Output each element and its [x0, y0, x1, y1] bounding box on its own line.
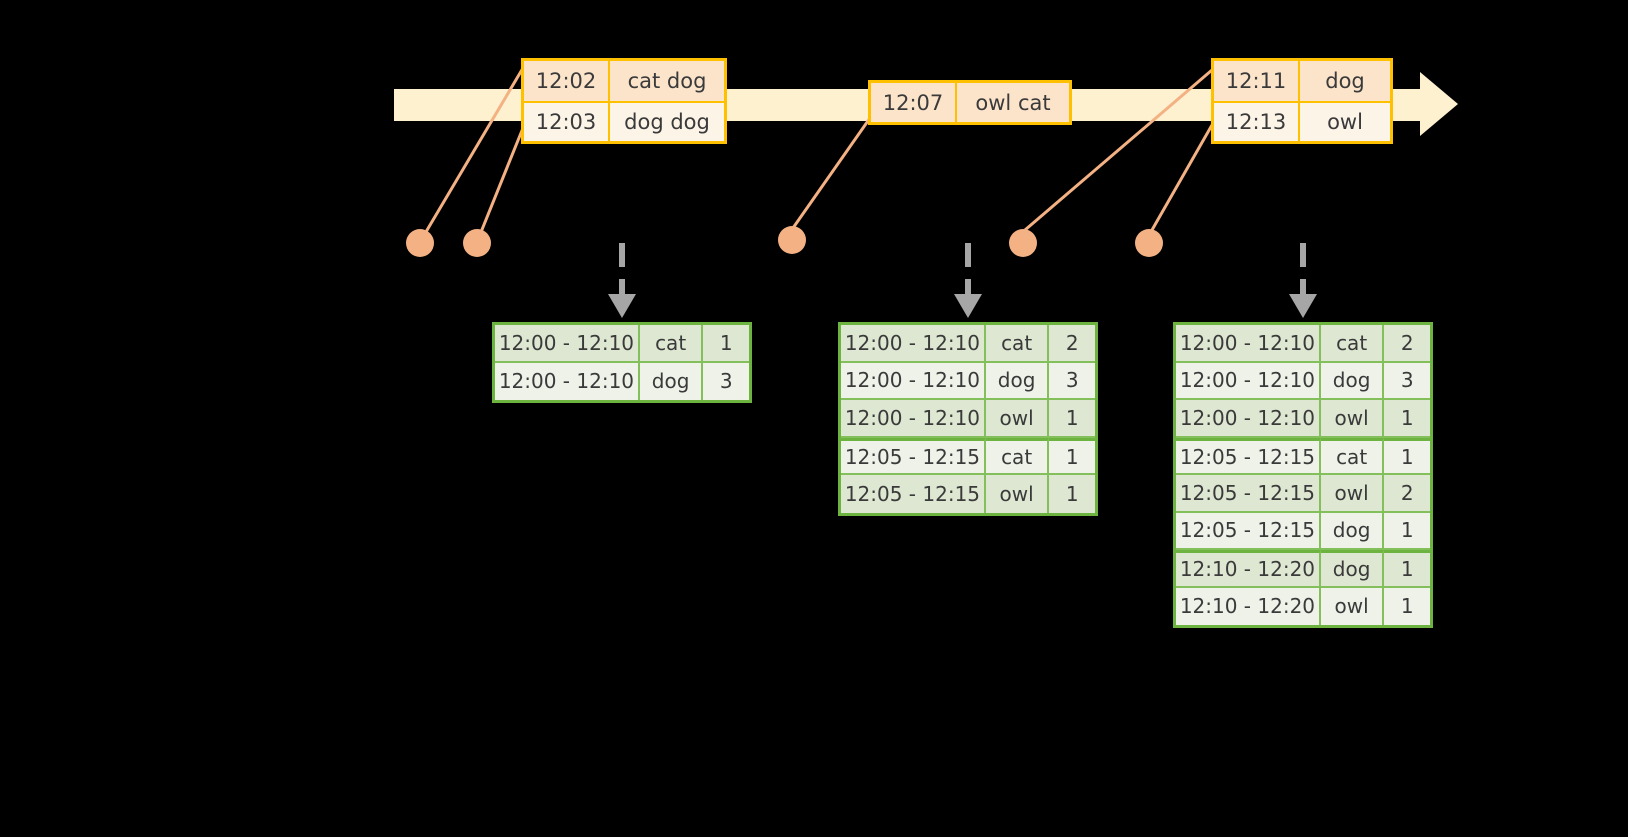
word-cell: dog [985, 362, 1050, 400]
window-cell: 12:05 - 12:15 [841, 475, 986, 513]
event-words: cat dog [610, 61, 724, 101]
count-cell: 1 [1049, 400, 1096, 438]
dashed-arrow-head-3 [1289, 294, 1317, 318]
word-cell: cat [1320, 325, 1385, 363]
event-words: dog [1300, 61, 1390, 101]
table-row[interactable]: 12:00 - 12:10 dog 3 [841, 362, 1096, 400]
event-group-3[interactable]: 12:11 dog 12:13 owl [1211, 58, 1393, 144]
word-cell: cat [639, 325, 704, 363]
event-time: 12:07 [871, 83, 957, 122]
connector-line-5 [1150, 124, 1214, 231]
count-cell: 1 [1049, 475, 1096, 513]
window-cell: 12:05 - 12:15 [841, 437, 986, 475]
count-cell: 1 [703, 325, 750, 363]
count-cell: 1 [1384, 550, 1431, 588]
connector-dot-5 [1135, 229, 1163, 257]
event-row[interactable]: 12:07 owl cat [871, 83, 1069, 122]
window-cell: 12:00 - 12:10 [495, 325, 640, 363]
word-cell: dog [1320, 550, 1385, 588]
table-row[interactable]: 12:00 - 12:10 cat 2 [841, 325, 1096, 363]
count-cell: 1 [1049, 437, 1096, 475]
table-row[interactable]: 12:10 - 12:20 owl 1 [1176, 587, 1431, 625]
word-cell: owl [1320, 587, 1385, 625]
event-time: 12:03 [524, 103, 610, 141]
table-row[interactable]: 12:05 - 12:15 owl 2 [1176, 475, 1431, 513]
count-cell: 1 [1384, 512, 1431, 550]
window-cell: 12:00 - 12:10 [1176, 325, 1321, 363]
table-row[interactable]: 12:00 - 12:10 dog 3 [495, 362, 750, 400]
word-cell: cat [985, 325, 1050, 363]
window-cell: 12:00 - 12:10 [1176, 400, 1321, 438]
window-cell: 12:05 - 12:15 [1176, 512, 1321, 550]
event-group-1[interactable]: 12:02 cat dog 12:03 dog dog [521, 58, 727, 144]
event-row[interactable]: 12:02 cat dog [524, 61, 724, 101]
count-cell: 3 [1049, 362, 1096, 400]
word-cell: cat [985, 437, 1050, 475]
dashed-arrow-head-1 [608, 294, 636, 318]
count-cell: 1 [1384, 587, 1431, 625]
count-cell: 2 [1384, 325, 1431, 363]
aggregate-table-1[interactable]: 12:00 - 12:10 cat 1 12:00 - 12:10 dog 3 [492, 322, 752, 403]
word-cell: dog [1320, 512, 1385, 550]
word-cell: owl [1320, 475, 1385, 513]
event-row[interactable]: 12:13 owl [1214, 101, 1390, 141]
word-cell: dog [639, 362, 704, 400]
count-cell: 2 [1384, 475, 1431, 513]
table-row[interactable]: 12:00 - 12:10 owl 1 [841, 400, 1096, 438]
event-words: owl cat [957, 83, 1069, 122]
window-cell: 12:00 - 12:10 [841, 400, 986, 438]
window-cell: 12:05 - 12:15 [1176, 475, 1321, 513]
window-cell: 12:05 - 12:15 [1176, 437, 1321, 475]
table-row[interactable]: 12:05 - 12:15 dog 1 [1176, 512, 1431, 550]
window-cell: 12:10 - 12:20 [1176, 550, 1321, 588]
window-cell: 12:00 - 12:10 [1176, 362, 1321, 400]
count-cell: 1 [1384, 400, 1431, 438]
table-row[interactable]: 12:00 - 12:10 cat 1 [495, 325, 750, 363]
connector-dot-3 [778, 226, 806, 254]
word-cell: dog [1320, 362, 1385, 400]
table-row[interactable]: 12:00 - 12:10 owl 1 [1176, 400, 1431, 438]
count-cell: 1 [1384, 437, 1431, 475]
table-row[interactable]: 12:05 - 12:15 cat 1 [1176, 437, 1431, 475]
table-row[interactable]: 12:00 - 12:10 dog 3 [1176, 362, 1431, 400]
table-row[interactable]: 12:05 - 12:15 owl 1 [841, 475, 1096, 513]
dashed-arrow-head-2 [954, 294, 982, 318]
count-cell: 3 [703, 362, 750, 400]
table-row[interactable]: 12:00 - 12:10 cat 2 [1176, 325, 1431, 363]
word-cell: cat [1320, 437, 1385, 475]
aggregate-table-2[interactable]: 12:00 - 12:10 cat 2 12:00 - 12:10 dog 3 … [838, 322, 1098, 516]
word-cell: owl [1320, 400, 1385, 438]
window-cell: 12:00 - 12:10 [841, 325, 986, 363]
connector-line-2 [475, 127, 525, 243]
event-row[interactable]: 12:03 dog dog [524, 101, 724, 141]
connector-line-3 [791, 117, 872, 229]
word-cell: owl [985, 475, 1050, 513]
table-row[interactable]: 12:05 - 12:15 cat 1 [841, 437, 1096, 475]
window-cell: 12:10 - 12:20 [1176, 587, 1321, 625]
table-row[interactable]: 12:10 - 12:20 dog 1 [1176, 550, 1431, 588]
word-cell: owl [985, 400, 1050, 438]
connector-dot-2 [463, 229, 491, 257]
count-cell: 3 [1384, 362, 1431, 400]
event-time: 12:13 [1214, 103, 1300, 141]
window-cell: 12:00 - 12:10 [495, 362, 640, 400]
aggregate-table-3[interactable]: 12:00 - 12:10 cat 2 12:00 - 12:10 dog 3 … [1173, 322, 1433, 628]
count-cell: 2 [1049, 325, 1096, 363]
event-time: 12:11 [1214, 61, 1300, 101]
event-time: 12:02 [524, 61, 610, 101]
event-row[interactable]: 12:11 dog [1214, 61, 1390, 101]
event-words: dog dog [610, 103, 724, 141]
connector-dot-1 [406, 229, 434, 257]
connector-dot-4 [1009, 229, 1037, 257]
event-words: owl [1300, 103, 1390, 141]
event-group-2[interactable]: 12:07 owl cat [868, 80, 1072, 125]
window-cell: 12:00 - 12:10 [841, 362, 986, 400]
